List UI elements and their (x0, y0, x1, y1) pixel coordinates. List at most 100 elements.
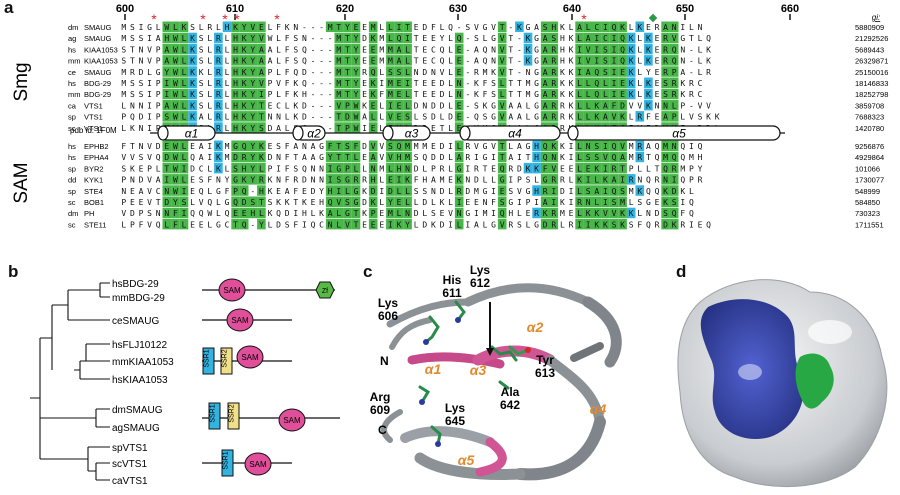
residue-highlight (368, 162, 378, 174)
residue: E (448, 176, 453, 185)
ruler-tick-label: 640 (563, 3, 581, 15)
residue: S (663, 209, 668, 218)
residue: N (457, 90, 462, 99)
residue: L (225, 79, 230, 88)
residue-highlight (351, 174, 361, 185)
residue-highlight (609, 207, 619, 219)
residue: N (139, 101, 144, 110)
residue: D (268, 124, 273, 133)
residue: F (414, 176, 419, 185)
residue-highlight (351, 196, 361, 207)
residue: L (594, 198, 599, 207)
residue: S (293, 45, 298, 54)
residue: - (689, 68, 694, 77)
residue: L (448, 153, 453, 162)
residue: H (250, 209, 255, 218)
residue-highlight (661, 185, 670, 196)
residue: A (577, 23, 582, 32)
residue-highlight (618, 43, 627, 55)
residue: N (422, 101, 427, 110)
residue: G (216, 220, 221, 229)
residue: T (689, 34, 694, 43)
residue: D (139, 113, 144, 122)
residue: M (336, 34, 341, 43)
residue: A (586, 68, 591, 77)
residue: L (225, 90, 230, 99)
residue-highlight (454, 174, 464, 185)
residue-highlight (248, 77, 258, 88)
residue: W (173, 90, 178, 99)
residue: N (491, 57, 496, 66)
surface-highlight (808, 320, 852, 344)
residue: Y (354, 68, 359, 77)
residue: E (457, 45, 462, 54)
residue: K (242, 124, 247, 133)
residue: K (268, 176, 273, 185)
residue-highlight (661, 196, 670, 207)
residue: E (698, 220, 703, 229)
panel-letter-a: a (4, 0, 14, 17)
residue-highlight (394, 151, 404, 163)
residue: V (121, 209, 126, 218)
residue-highlight (334, 55, 344, 66)
residue: V (147, 220, 152, 229)
residue: V (500, 34, 505, 43)
residue: D (431, 153, 436, 162)
residue: Y (250, 124, 255, 133)
residue-highlight (549, 218, 559, 230)
residue-highlight (635, 111, 645, 122)
residue: M (371, 23, 376, 32)
residue: - (319, 57, 324, 66)
residue: F (173, 209, 178, 218)
residue: A (543, 45, 548, 54)
residue-highlight (162, 185, 172, 196)
residue: A (474, 57, 479, 66)
residue: D (414, 101, 419, 110)
residue-highlight (644, 77, 653, 88)
residue-highlight (179, 99, 189, 111)
residue: N (698, 23, 703, 32)
residue-highlight (257, 43, 266, 55)
tree-leaf-label: dmSMAUG (112, 405, 163, 416)
tree-leaf-label: scVTS1 (112, 459, 147, 470)
residue-highlight (532, 151, 541, 163)
residue: Q (233, 198, 238, 207)
residue-highlight (549, 77, 559, 88)
residue: D (440, 101, 445, 110)
residue: P (121, 113, 126, 122)
gi-number: 584850 (855, 198, 880, 207)
residue: K (629, 209, 634, 218)
residue: G (483, 187, 488, 196)
residue: I (164, 90, 169, 99)
residue-highlight (618, 77, 627, 88)
residue: L (637, 45, 642, 54)
residue: N (276, 153, 281, 162)
residue-highlight (334, 32, 344, 44)
residue-highlight (351, 218, 361, 230)
residue: Y (354, 45, 359, 54)
residue: L (637, 90, 642, 99)
residue-highlight (626, 174, 636, 185)
gi-number: 18146833 (855, 79, 888, 88)
residue-highlight (171, 99, 180, 111)
residue-highlight (343, 122, 352, 133)
residue: P (268, 90, 273, 99)
residue-highlight (601, 99, 610, 111)
residue: S (121, 164, 126, 173)
helix-label: α2 (307, 127, 321, 141)
residue-highlight (351, 111, 361, 122)
gi-number: 730323 (855, 209, 880, 218)
residue: L (199, 23, 204, 32)
residue: K (629, 34, 634, 43)
residue: T (156, 198, 161, 207)
residue: A (543, 90, 548, 99)
residue: G (646, 198, 651, 207)
residue: V (379, 153, 384, 162)
residue: W (173, 101, 178, 110)
residue: S (139, 34, 144, 43)
residue: T (414, 90, 419, 99)
residue: - (328, 57, 333, 66)
residue: C (225, 220, 230, 229)
residue: H (508, 209, 513, 218)
